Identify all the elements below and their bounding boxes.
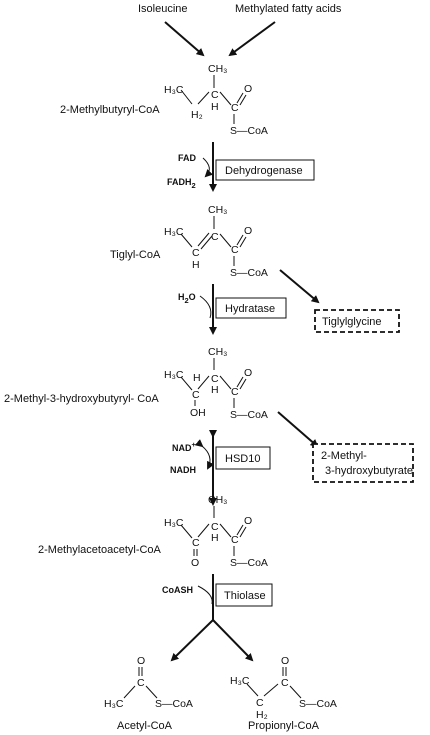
propionyl-structure: O C H₃C C H₂ S—CoA xyxy=(230,655,337,721)
svg-text:S—CoA: S—CoA xyxy=(299,698,337,710)
tiglylglycine-arrow xyxy=(279,269,320,304)
svg-text:S—CoA: S—CoA xyxy=(230,557,268,569)
svg-text:H₃C: H₃C xyxy=(104,698,124,710)
svg-text:OH: OH xyxy=(190,407,206,419)
svg-text:H₂: H₂ xyxy=(256,709,268,721)
svg-text:H₃C: H₃C xyxy=(164,226,184,238)
hydroxybutyrate-line1: 2-Methyl- xyxy=(321,450,367,462)
hydratase-box xyxy=(215,297,287,319)
h2o-label: H2O xyxy=(178,292,196,305)
svg-text:CH₃: CH₃ xyxy=(208,63,227,75)
svg-text:C: C xyxy=(211,373,219,385)
svg-text:S—CoA: S—CoA xyxy=(230,409,268,421)
svg-text:C: C xyxy=(211,521,219,533)
svg-text:C: C xyxy=(256,697,264,709)
svg-text:S—CoA: S—CoA xyxy=(230,125,268,137)
hydroxybutyrate-line2: 3-hydroxybutyrate xyxy=(325,465,413,477)
svg-text:O: O xyxy=(244,83,252,95)
dehydrogenase-label: Dehydrogenase xyxy=(225,165,303,177)
svg-text:O: O xyxy=(281,655,289,667)
svg-text:H: H xyxy=(211,532,219,544)
tiglyl-label: Tiglyl-CoA xyxy=(110,249,161,261)
hsd10-label: HSD10 xyxy=(225,453,260,465)
svg-text:C: C xyxy=(211,231,219,243)
methylbutyryl-label: 2-Methylbutyryl-CoA xyxy=(60,104,160,116)
svg-text:H₃C: H₃C xyxy=(164,369,184,381)
acetoacetyl-label: 2-Methylacetoacetyl-CoA xyxy=(38,544,162,556)
svg-text:O: O xyxy=(244,367,252,379)
hydratase-label: Hydratase xyxy=(225,303,275,315)
svg-text:H₃C: H₃C xyxy=(164,84,184,96)
hsd10-box xyxy=(215,446,271,470)
acetoacetyl-structure: CH₃ H₃C C O C H C O S—CoA xyxy=(164,494,268,569)
svg-text:S—CoA: S—CoA xyxy=(230,267,268,279)
propionyl-arrow xyxy=(212,619,254,662)
isoleucine-label: Isoleucine xyxy=(138,3,188,15)
dehydrogenase-box xyxy=(215,159,315,181)
thiolase-box xyxy=(215,583,273,607)
svg-text:H: H xyxy=(211,384,219,396)
fatty-acids-arrow xyxy=(228,21,276,57)
svg-text:H₃C: H₃C xyxy=(164,517,184,529)
svg-text:C: C xyxy=(231,244,239,256)
svg-text:H₂: H₂ xyxy=(191,109,203,121)
svg-text:C: C xyxy=(192,537,200,549)
h2o-curve xyxy=(199,295,212,319)
svg-text:O: O xyxy=(137,655,145,667)
svg-text:H: H xyxy=(193,372,201,384)
isoleucine-arrow xyxy=(164,21,205,57)
svg-text:C: C xyxy=(231,534,239,546)
svg-text:H₃C: H₃C xyxy=(230,675,250,687)
svg-text:O: O xyxy=(244,515,252,527)
svg-text:C: C xyxy=(192,389,200,401)
thiolase-label: Thiolase xyxy=(224,590,266,602)
fad-curve xyxy=(202,157,214,178)
svg-text:CH₃: CH₃ xyxy=(208,204,227,216)
nadh-label: NADH xyxy=(170,465,196,475)
tiglyl-structure: CH₃ H₃C C H C C O S—CoA xyxy=(164,204,268,279)
hydroxybutyryl-structure: CH₃ H₃C H C OH C H C O S—CoA xyxy=(164,346,268,421)
svg-text:O: O xyxy=(191,557,199,569)
coash-label: CoASH xyxy=(162,585,193,595)
hydroxybutyryl-label: 2-Methyl-3-hydroxybutyryl- CoA xyxy=(4,393,159,405)
svg-text:C: C xyxy=(231,386,239,398)
methylbutyryl-structure: CH₃ H₃C H₂ C H C O S—CoA xyxy=(164,63,268,137)
svg-text:CH₃: CH₃ xyxy=(208,346,227,358)
svg-text:C: C xyxy=(281,677,289,689)
propionyl-label: Propionyl-CoA xyxy=(248,720,320,732)
fad-label: FAD xyxy=(178,153,197,163)
coash-curve xyxy=(197,585,213,605)
svg-text:C: C xyxy=(137,677,145,689)
svg-text:H: H xyxy=(211,101,219,113)
tiglylglycine-label: Tiglylglycine xyxy=(322,316,382,328)
svg-text:C: C xyxy=(211,89,219,101)
acetyl-arrow xyxy=(170,619,214,662)
svg-text:H: H xyxy=(192,259,200,271)
svg-text:CH₃: CH₃ xyxy=(208,494,227,506)
acetyl-structure: O C H₃C S—CoA xyxy=(104,655,193,710)
svg-text:O: O xyxy=(244,225,252,237)
tiglylglycine-box xyxy=(314,309,400,333)
acetyl-label: Acetyl-CoA xyxy=(117,720,173,732)
hydroxybutyrate-arrow xyxy=(277,411,319,448)
nad-label: NAD+ xyxy=(172,440,197,453)
fadh2-label: FADH2 xyxy=(167,177,196,190)
svg-text:S—CoA: S—CoA xyxy=(155,698,193,710)
svg-text:C: C xyxy=(192,247,200,259)
nad-curve xyxy=(194,439,215,470)
hydroxybutyrate-box xyxy=(312,443,414,483)
svg-text:C: C xyxy=(231,102,239,114)
fatty-acids-label: Methylated fatty acids xyxy=(235,3,342,15)
